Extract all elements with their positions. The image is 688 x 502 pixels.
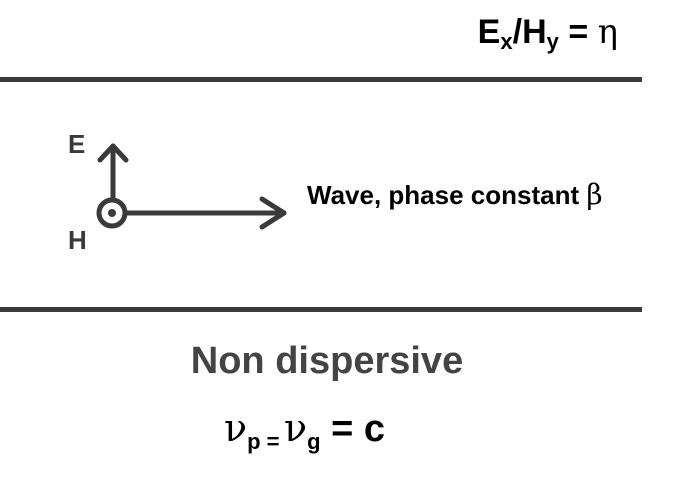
wave-label: Wave, phase constant β	[307, 178, 603, 211]
eta-symbol: η	[597, 12, 618, 52]
equals-c: = c	[320, 408, 385, 450]
beta-symbol: β	[586, 178, 603, 211]
top-plate	[0, 77, 642, 82]
velocity-equation: νp = νg = c	[224, 403, 385, 467]
field-vector-diagram	[96, 143, 287, 230]
g-subscript: g	[307, 429, 321, 454]
h-subscript: y	[546, 29, 559, 54]
equals-sign: =	[558, 13, 598, 51]
e-subscript: x	[500, 29, 513, 54]
h-field-label: H	[68, 225, 87, 255]
propagation-arrow	[123, 196, 287, 230]
e-field-label: E	[68, 129, 86, 159]
h-field-out-of-page-icon	[96, 197, 128, 229]
bottom-plate	[0, 307, 642, 312]
nu-p-symbol: ν	[224, 406, 248, 450]
p-subscript: p =	[247, 429, 280, 454]
slash: /	[512, 13, 523, 51]
h-symbol: H	[522, 13, 547, 51]
e-field-arrow	[97, 143, 129, 205]
nu-g-symbol: ν	[283, 406, 308, 450]
wave-text: Wave, phase constant	[307, 180, 587, 210]
non-dispersive-title: Non dispersive	[190, 340, 464, 382]
impedance-relation: Ex/Hy = η	[478, 10, 618, 64]
e-symbol: E	[477, 13, 501, 51]
